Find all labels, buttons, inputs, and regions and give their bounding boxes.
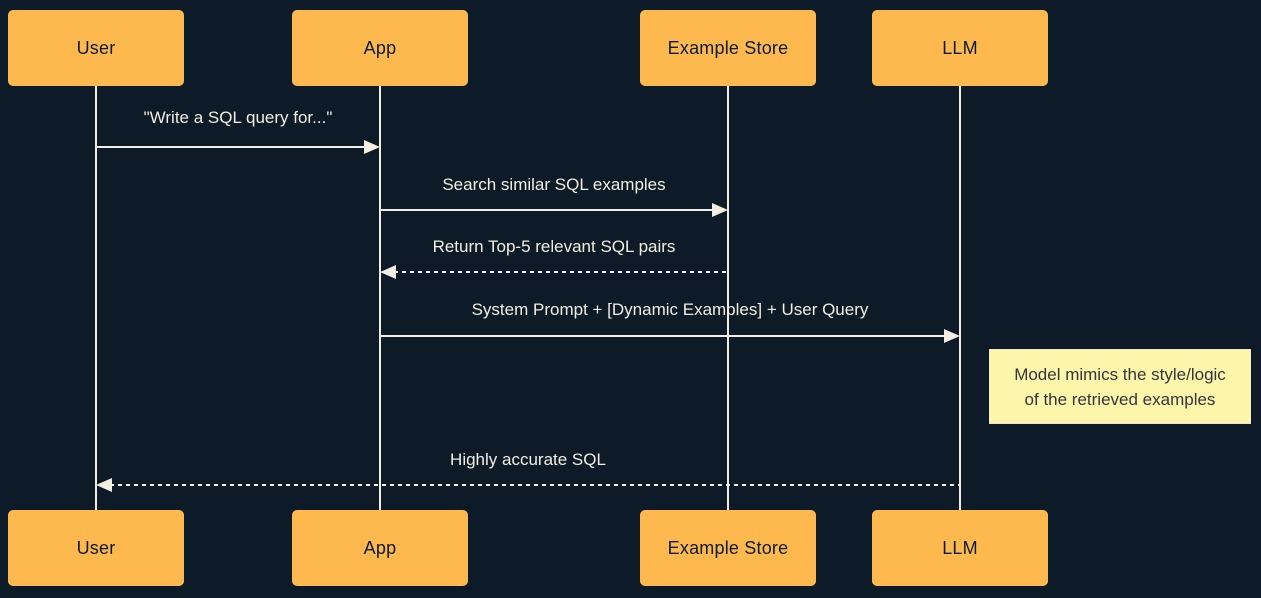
actor-llm-top: LLM [872, 10, 1048, 86]
message-system-prompt-label: System Prompt + [Dynamic Examples] + Use… [471, 300, 869, 319]
message-write-sql-query-label: "Write a SQL query for..." [143, 108, 333, 127]
message-system-prompt-line [380, 335, 948, 337]
actor-user-top: User [8, 10, 184, 86]
message-write-sql-query-line [96, 146, 368, 148]
actor-llm-bottom: LLM [872, 510, 1048, 586]
message-accurate-sql-label: Highly accurate SQL [450, 450, 606, 469]
message-search-examples-line [380, 209, 716, 211]
actor-app-bottom: App [292, 510, 468, 586]
message-accurate-sql-line [110, 484, 960, 486]
actor-llm-label: LLM [942, 37, 978, 58]
actor-user-bottom: User [8, 510, 184, 586]
actor-example-store-bottom: Example Store [640, 510, 816, 586]
actor-user-label: User [76, 37, 116, 58]
actor-app-label: App [363, 37, 397, 58]
note-line2: of the retrieved examples [1024, 389, 1216, 409]
lifeline-user [95, 86, 97, 510]
lifeline-example-store [727, 86, 729, 510]
lifeline-app [379, 86, 381, 510]
actor-example-store-label: Example Store [667, 37, 789, 58]
arrowhead-right-icon [712, 203, 728, 217]
note-line1: Model mimics the style/logic [1014, 364, 1226, 384]
arrowhead-right-icon [944, 329, 960, 343]
arrowhead-left-icon [96, 478, 112, 492]
message-search-examples-label: Search similar SQL examples [442, 175, 666, 194]
actor-app-top: App [292, 10, 468, 86]
arrowhead-left-icon [380, 265, 396, 279]
actor-user-label: User [76, 537, 116, 558]
lifeline-llm [959, 86, 961, 510]
actor-example-store-top: Example Store [640, 10, 816, 86]
note-model-mimics: Model mimics the style/logic of the retr… [989, 349, 1251, 424]
message-return-top5-line [394, 271, 728, 273]
actor-llm-label: LLM [942, 537, 978, 558]
message-return-top5-label: Return Top-5 relevant SQL pairs [432, 237, 676, 256]
actor-app-label: App [363, 537, 397, 558]
actor-example-store-label: Example Store [667, 537, 789, 558]
arrowhead-right-icon [364, 140, 380, 154]
